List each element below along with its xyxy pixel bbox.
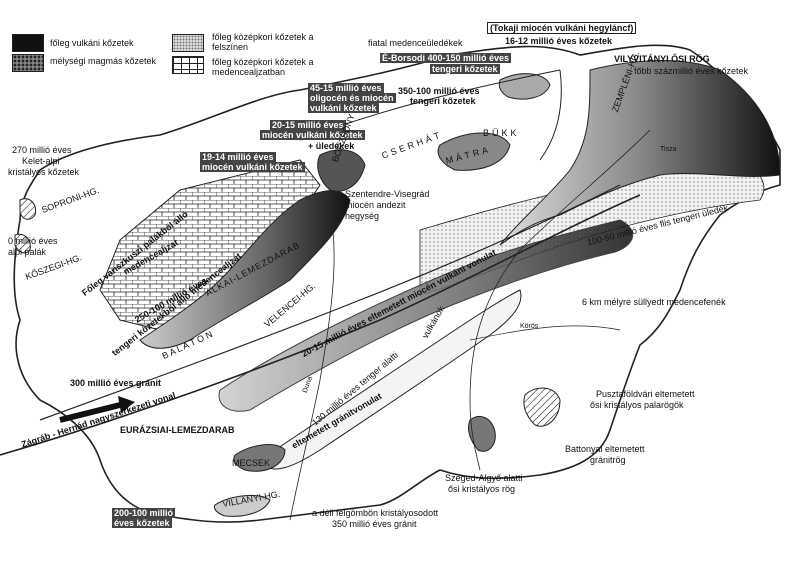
label-tisza: Tisza [660,146,677,153]
label-age-270-c: kristályos kőzetek [8,167,80,177]
label-miocene-1914-b: miocén vulkáni kőzetek [200,162,305,172]
label-basin-6km: 6 km mélyre süllyedt medencefenék [582,297,726,307]
label-szentendre-3: hegység [345,211,380,221]
label-alpi-2: alpi palák [8,247,47,257]
label-koros: Körös [520,323,539,330]
borzsony-hills [317,149,366,192]
villany-hills [213,494,271,517]
label-mateszalka-3: vulkáni kőzetek [308,103,379,113]
river-tisza [469,129,651,471]
movement-arrowhead [118,396,135,413]
label-tokaj: (Tokaji miocén vulkáni hegyláncf) [487,22,637,34]
koszeg-block [14,233,31,254]
mecsek-hills [233,444,286,472]
pusztafoldvar-block [523,387,561,427]
label-pusztafoldvar: Pusztaföldvári eltemetett [596,389,695,399]
legend-swatch-magmatic [12,54,44,72]
label-borsod-2: tengeri kőzetek [430,64,500,74]
label-borsod: É-Borsodi 400-150 millió éves [380,53,512,63]
legend-swatch-mesozoic-basement [172,56,204,74]
label-age-270: 270 millió éves [12,145,72,155]
transdanubian-range [139,190,351,349]
label-tokaj-age: 16-12 millió éves kőzetek [505,36,613,46]
legend-label-mesozoic-basement: főleg középkori kőzetek a medencealjzatb… [212,57,314,77]
movement-arrow [59,402,121,423]
legend-label-mesozoic-surface: főleg középkori kőzetek a felszínen [212,32,314,52]
legend-label-magmatic: mélységi magmás kőzetek [50,56,157,66]
structural-line-2 [39,184,621,421]
zagreb-hernad-line [0,194,641,456]
river-danube [289,209,335,521]
label-bukk-350-b: tengeri kőzetek [410,96,476,106]
label-pusztafoldvar-2: ősi kristályos palarögök [590,400,684,410]
label-mateszalka: 45-15 millió éves [308,83,384,93]
label-bukk-350: 350-100 millió éves [398,86,480,96]
label-bukk: BÜKK [483,128,520,138]
label-age-200-b: éves kőzetek [112,518,172,528]
label-fobb: főbb százmillió éves kőzetek [634,66,749,76]
structural-line-4 [539,69,562,161]
szeged-block [467,416,496,452]
label-szentendre: Szentendre-Visegrád [345,189,430,199]
label-vilyvitany: VILYVITÁNYI ŐSI RÖG [614,54,710,64]
legend-swatch-mesozoic-surface [172,34,204,52]
label-mateszalka-2: oligocén és miocén [308,93,396,103]
label-szeged-2: ősi kristályos rög [448,484,516,494]
label-battonya-2: gránitrög [590,455,626,465]
label-szeged: Szeged-Algyő alatti [445,473,523,483]
label-age-270-b: Kelet-alpi [22,156,60,166]
label-alpi: 0 millió éves [8,236,58,246]
label-south-granite-2: 350 millió éves gránit [332,519,417,529]
label-miocene-2015: 20-15 millió éves [270,120,346,130]
label-miocene-1914: 19-14 millió éves [200,152,276,162]
label-mecsek: MECSEK [232,458,271,468]
legend-label-volcanic: főleg vulkáni kőzetek [50,38,134,48]
label-age-200: 200-100 millió [112,508,176,518]
sopron-block [19,198,37,220]
label-battonya: Battonyai eltemetett [565,444,645,454]
label-szentendre-2: miocén andezit [345,200,406,210]
label-eurazsia: EURÁZSIAI-LEMEZDARAB [120,425,235,435]
tokaj-volcanic [499,60,781,246]
label-granite-300: 300 millió éves gránit [70,378,162,388]
granite-ridge [259,289,522,470]
label-miocene-2015-b: miocén vulkáni kőzetek [260,130,365,140]
matra-hills [437,132,511,171]
legend-label-young-basin: fiatal medenceüledékek [368,38,463,48]
label-miocene-2015-c: + üledékek [308,141,355,151]
legend-swatch-volcanic [12,34,44,52]
river-koros [469,325,621,341]
label-south-granite: a déli felgömbön kristályosodott [312,508,439,518]
